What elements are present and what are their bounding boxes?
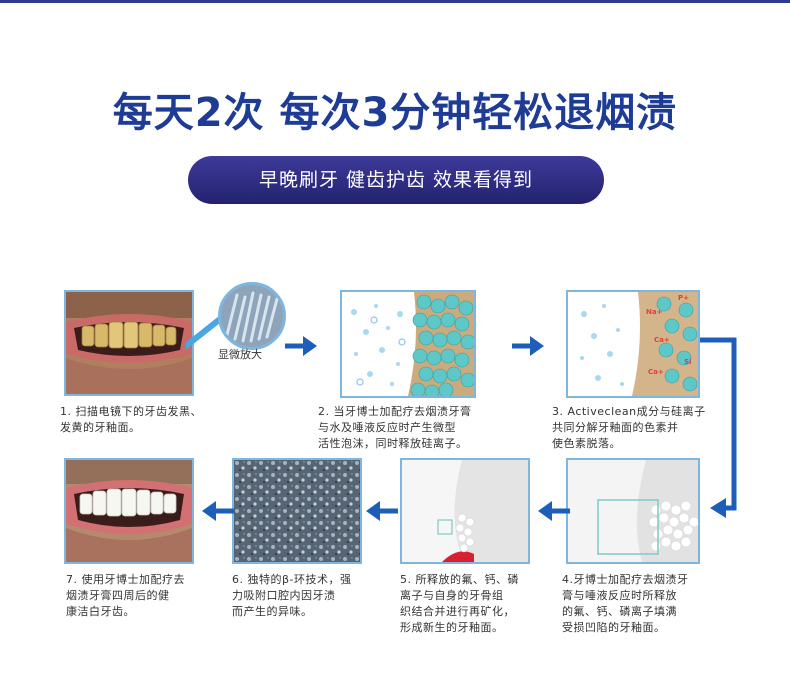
panel-step-4-enamel [566,458,700,564]
caption-line: 而产生的异味。 [232,605,313,618]
caption-line: 力吸附口腔内因牙渍 [232,589,336,602]
arrow-left-1 [538,501,570,521]
ion-label-2: Ca+ [654,336,670,344]
arrow-left-2 [366,501,398,521]
panel-step-2-foam [340,290,476,398]
caption-line: 6. 独特的β-环技术，强 [232,573,352,586]
zoom-circle [218,282,286,350]
caption-line: 受损凹陷的牙釉面。 [562,621,666,634]
caption-line: 膏与唾液反应时所释放 [562,589,677,602]
arrow-left-3 [202,501,234,521]
arrow-right-2 [512,336,544,356]
caption-step-2: 2. 当牙博士加配疗去烟渍牙膏 与水及唾液反应时产生微型 活性泡沫，同时释放硅离… [318,404,508,452]
caption-line: 共同分解牙釉面的色素并 [552,421,679,434]
caption-line: 烟渍牙膏四周后的健 [66,589,170,602]
caption-line: 离子与自身的牙骨组 [400,589,504,602]
caption-line: 3. Activeclean成分与硅离子 [552,405,706,418]
headline: 每天2次 每次3分钟轻松退烟渍 [112,90,678,136]
zoom-label: 显微放大 [218,348,262,361]
caption-line: 2. 当牙博士加配疗去烟渍牙膏 [318,405,472,418]
top-rule [0,0,790,3]
caption-line: 7. 使用牙博士加配疗去 [66,573,185,586]
panel-step-3-ions: Na+ Ca+ P+ Ca+ Si [566,290,700,398]
caption-line: 使色素脱落。 [552,437,621,450]
caption-line: 4.牙博士加配疗去烟渍牙 [562,573,689,586]
caption-step-3: 3. Activeclean成分与硅离子 共同分解牙釉面的色素并 使色素脱落。 [552,404,742,452]
ion-label-4: Ca+ [648,368,664,376]
caption-line: 1. 扫描电镜下的牙齿发黑、 [60,405,202,418]
caption-step-4: 4.牙博士加配疗去烟渍牙 膏与唾液反应时所释放 的氟、钙、磷离子填满 受损凹陷的… [562,572,752,636]
panel-step-6-texture [232,458,362,564]
caption-line: 的氟、钙、磷离子填满 [562,605,677,618]
caption-step-7: 7. 使用牙博士加配疗去 烟渍牙膏四周后的健 康洁白牙齿。 [66,572,226,620]
caption-line: 与水及唾液反应时产生微型 [318,421,456,434]
caption-step-1: 1. 扫描电镜下的牙齿发黑、 发黄的牙釉面。 [60,404,230,436]
caption-line: 织结合并进行再矿化， [400,605,515,618]
caption-line: 康洁白牙齿。 [66,605,135,618]
panel-step-7-white-teeth [64,458,194,564]
panel-step-5-remineralize [400,458,530,564]
caption-line: 发黄的牙釉面。 [60,421,141,434]
caption-step-6: 6. 独特的β-环技术，强 力吸附口腔内因牙渍 而产生的异味。 [232,572,392,620]
caption-line: 活性泡沫，同时释放硅离子。 [318,437,468,450]
subheadline-pill: 早晚刷牙 健齿护齿 效果看得到 [188,156,604,204]
caption-step-5: 5. 所释放的氟、钙、磷 离子与自身的牙骨组 织结合并进行再矿化， 形成新生的牙… [400,572,560,636]
caption-line: 形成新生的牙釉面。 [400,621,504,634]
ion-label-5: Si [684,358,691,366]
caption-line: 5. 所释放的氟、钙、磷 [400,573,519,586]
ion-label-3: P+ [678,294,689,302]
panel-step-1-yellow-teeth [64,290,194,396]
ion-label-1: Na+ [646,308,663,316]
arrow-right-1 [285,336,317,356]
arrow-down-connector [700,337,737,518]
